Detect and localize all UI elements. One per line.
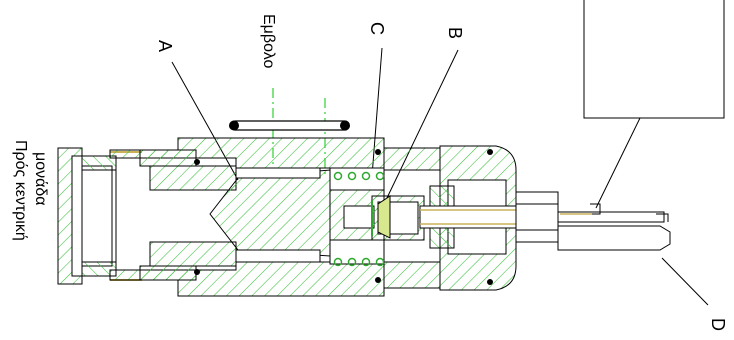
label-central-unit-line2: μονάδα bbox=[32, 152, 49, 206]
tube-D bbox=[557, 203, 671, 251]
label-A: A bbox=[155, 40, 175, 52]
central-unit-box bbox=[583, 0, 725, 119]
connector-nut-left bbox=[57, 147, 142, 285]
main-body bbox=[109, 137, 441, 297]
leader-line-B bbox=[385, 49, 459, 201]
label-D: D bbox=[708, 318, 728, 331]
leader-line-A bbox=[171, 61, 239, 181]
output-fitting bbox=[419, 191, 559, 243]
label-C: C bbox=[367, 22, 387, 35]
label-central-unit-line1: Πρός κεντρική bbox=[12, 140, 29, 241]
label-piston: Εμβολο bbox=[260, 14, 277, 68]
label-central-unit: Πρός κεντρική μονάδα bbox=[12, 140, 49, 241]
spring-coils bbox=[333, 171, 385, 267]
check-valve bbox=[343, 195, 425, 241]
label-B: B bbox=[445, 27, 465, 39]
piston-bar bbox=[229, 120, 350, 131]
leader-line-D bbox=[661, 257, 709, 306]
leader-line-box bbox=[595, 117, 641, 209]
plunger-A bbox=[209, 167, 331, 263]
